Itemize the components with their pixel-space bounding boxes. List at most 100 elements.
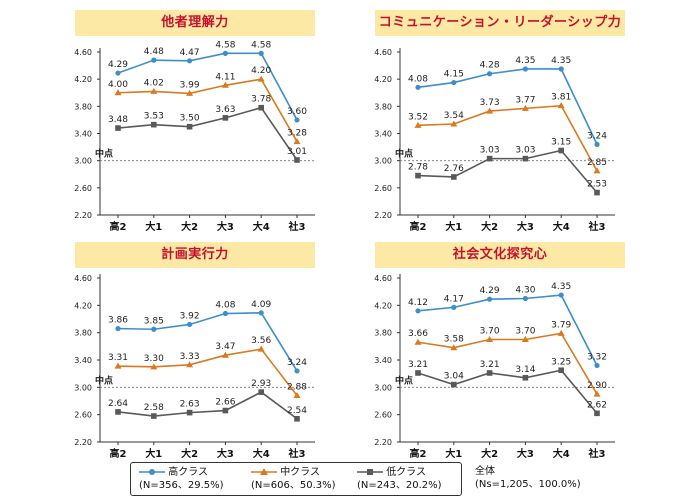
chart1-point-low (222, 115, 229, 121)
chart4-data-label: 3.04 (444, 372, 464, 382)
chart3-point-mid (293, 392, 301, 399)
chart3-x-tick-label: 大1 (145, 447, 162, 460)
chart3-data-label: 3.30 (144, 354, 164, 364)
chart3-point-high (187, 321, 193, 328)
chart3-point-high (151, 326, 157, 332)
chart3-data-label: 3.31 (108, 353, 128, 363)
chart1-point-high (115, 70, 121, 76)
legend-detail-mid: (N=606、50.3%) (251, 480, 336, 491)
chart3-point-high (294, 368, 300, 374)
chart3-data-label: 4.08 (215, 301, 235, 311)
chart4-point-mid (414, 338, 422, 345)
chart4-point-low (558, 367, 564, 374)
chart4-x-tick-label: 社3 (588, 447, 606, 460)
chart1-point-high (187, 58, 193, 64)
chart1-point-low (186, 123, 193, 130)
chart3-point-high (258, 310, 264, 316)
legend-circle-marker-icon (139, 469, 165, 475)
chart2-point-mid (557, 102, 565, 109)
chart4-y-tick-label: 4.60 (374, 274, 392, 283)
chart4-data-label: 3.25 (551, 357, 571, 367)
chart4-point-low (522, 374, 529, 381)
chart2-data-label: 2.78 (408, 163, 428, 173)
chart4-midpoint-label: 中点 (395, 374, 413, 386)
chart3-data-label: 3.86 (108, 316, 128, 326)
chart4-y-tick-label: 4.20 (374, 301, 392, 310)
chart3-data-label: 2.93 (251, 379, 271, 389)
chart2-y-tick-label: 4.20 (374, 75, 392, 84)
chart4-data-label: 3.21 (480, 360, 500, 370)
total-label: 全体 (475, 466, 495, 477)
chart1-point-mid (293, 138, 301, 145)
chart1-point-high (222, 50, 228, 56)
chart4-point-high (487, 296, 493, 302)
chart4-x-tick-label: 高2 (410, 447, 427, 460)
chart1-y-tick-label: 2.60 (74, 184, 92, 193)
chart1-point-high (294, 117, 300, 123)
chart4-series-line-1 (417, 294, 598, 366)
chart4-y-tick-label: 3.80 (374, 329, 392, 338)
chart3-point-low (258, 389, 264, 395)
legend-label-mid: 中クラス (280, 467, 320, 478)
chart2-data-label: 4.15 (444, 70, 464, 80)
chart1-y-tick-label: 4.60 (74, 48, 92, 57)
chart1-data-label: 4.11 (215, 72, 235, 82)
chart4-point-high (451, 304, 457, 310)
chart2-data-label: 3.15 (551, 137, 571, 147)
chart2-y-tick-label: 3.00 (374, 157, 392, 166)
chart1-data-label: 3.01 (287, 147, 307, 157)
chart2-data-label: 2.85 (587, 158, 607, 168)
chart4-data-label: 4.17 (444, 294, 464, 304)
chart4-y-tick-label: 3.40 (374, 356, 392, 365)
chart1-x-tick-label: 社3 (288, 220, 306, 233)
chart2-point-high (451, 79, 457, 86)
chart2-x-tick-label: 大3 (517, 220, 534, 233)
chart3-point-low (151, 413, 157, 419)
chart4-data-label: 4.29 (480, 286, 500, 296)
chart3-data-label: 3.24 (287, 358, 307, 368)
chart3-point-high (222, 310, 228, 317)
chart4-y-tick-label: 2.60 (374, 411, 392, 420)
legend: 高クラス (N=356、29.5%) 中クラス (N=606、50.3%) 低ク… (130, 462, 462, 496)
chart1-data-label: 3.99 (180, 80, 200, 90)
chart1-data-label: 4.58 (215, 40, 235, 50)
chart2-x-tick-label: 社3 (588, 220, 606, 233)
chart1-data-label: 3.48 (108, 115, 128, 125)
chart1-x-tick-label: 大1 (145, 220, 162, 233)
chart1-data-label: 4.00 (108, 80, 128, 90)
chart4-series-line-3 (417, 369, 598, 414)
chart2-point-mid (521, 104, 529, 111)
legend-square-marker-icon (357, 469, 383, 475)
chart1-x-tick-label: 大3 (217, 220, 234, 233)
chart-title-1: 他者理解力 (75, 10, 315, 36)
chart3-x-tick-label: 大3 (217, 447, 234, 460)
chart2-point-low (594, 189, 600, 196)
chart3-point-low (294, 415, 300, 422)
chart2-point-mid (414, 121, 422, 128)
chart3-point-high (115, 325, 121, 332)
legend-item-mid: 中クラス (N=606、50.3%) (251, 466, 336, 492)
total-detail: (Ns=1,205、100.0%) (475, 479, 581, 490)
chart2-y-tick-label: 4.60 (374, 48, 392, 57)
chart4-data-label: 3.32 (587, 352, 607, 362)
chart4-x-tick-label: 大4 (553, 447, 570, 460)
chart4-data-label: 3.66 (408, 329, 428, 339)
chart4-point-mid (521, 336, 529, 342)
legend-detail-high: (N=356、29.5%) (139, 480, 224, 491)
chart3-y-tick-label: 2.60 (74, 411, 92, 420)
chart1-data-label: 3.63 (215, 105, 235, 115)
chart4-point-mid (450, 344, 458, 351)
chart1-point-mid (221, 81, 229, 88)
chart2-data-label: 2.53 (587, 180, 607, 190)
chart1-data-label: 4.48 (144, 47, 164, 57)
chart1-data-label: 4.02 (144, 78, 164, 88)
chart4-data-label: 3.70 (515, 327, 535, 337)
chart2-point-low (415, 172, 421, 179)
chart2-midpoint-label: 中点 (395, 148, 413, 160)
chart2-point-high (487, 71, 493, 77)
chart1-point-mid (257, 75, 265, 82)
chart4-data-label: 4.12 (408, 298, 428, 308)
chart1-point-low (151, 121, 157, 128)
chart2-series-line-2 (417, 104, 598, 172)
